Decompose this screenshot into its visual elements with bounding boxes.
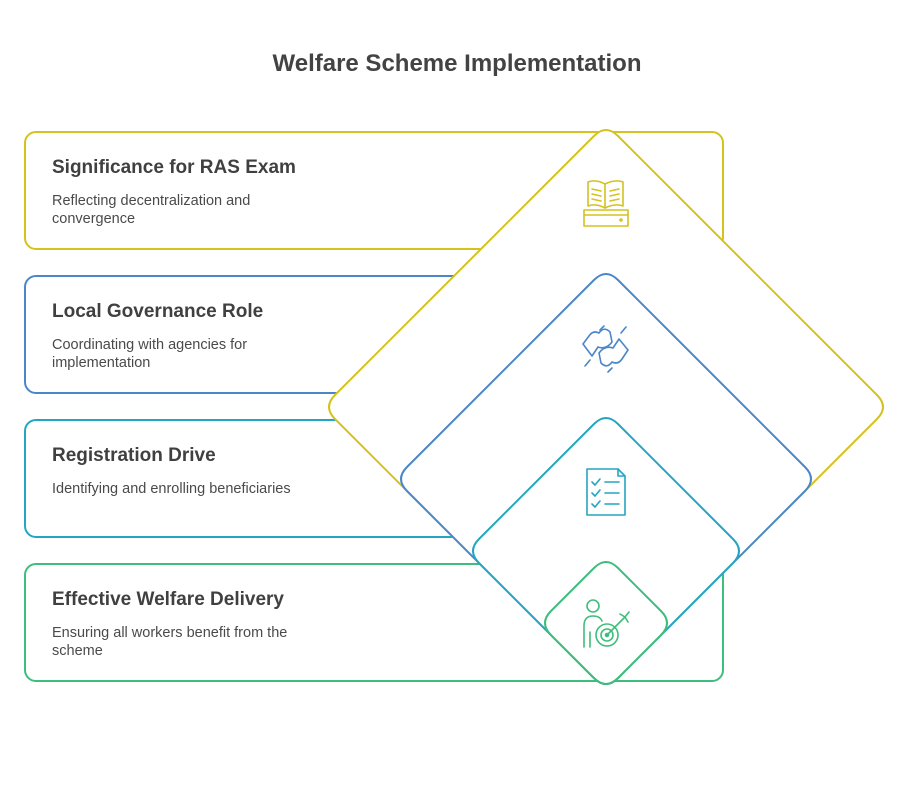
checklist-icon xyxy=(586,468,626,516)
card-title: Registration Drive xyxy=(52,445,216,466)
person-target-icon xyxy=(583,599,630,648)
puzzle-hands-icon xyxy=(582,325,629,373)
card-title: Local Governance Role xyxy=(52,301,264,322)
card-description: Reflecting decentralization and converge… xyxy=(52,193,251,227)
card-description: Identifying and enrolling beneficiaries xyxy=(52,481,291,497)
open-book-icon xyxy=(583,180,629,227)
card-title: Significance for RAS Exam xyxy=(52,157,296,178)
card-description: Ensuring all workers benefit from the sc… xyxy=(52,625,288,659)
card-title: Effective Welfare Delivery xyxy=(52,589,284,610)
card-description: Coordinating with agencies for implement… xyxy=(52,337,248,371)
diamond-effective-delivery xyxy=(544,561,668,685)
diagram-title: Welfare Scheme Implementation xyxy=(272,50,642,77)
